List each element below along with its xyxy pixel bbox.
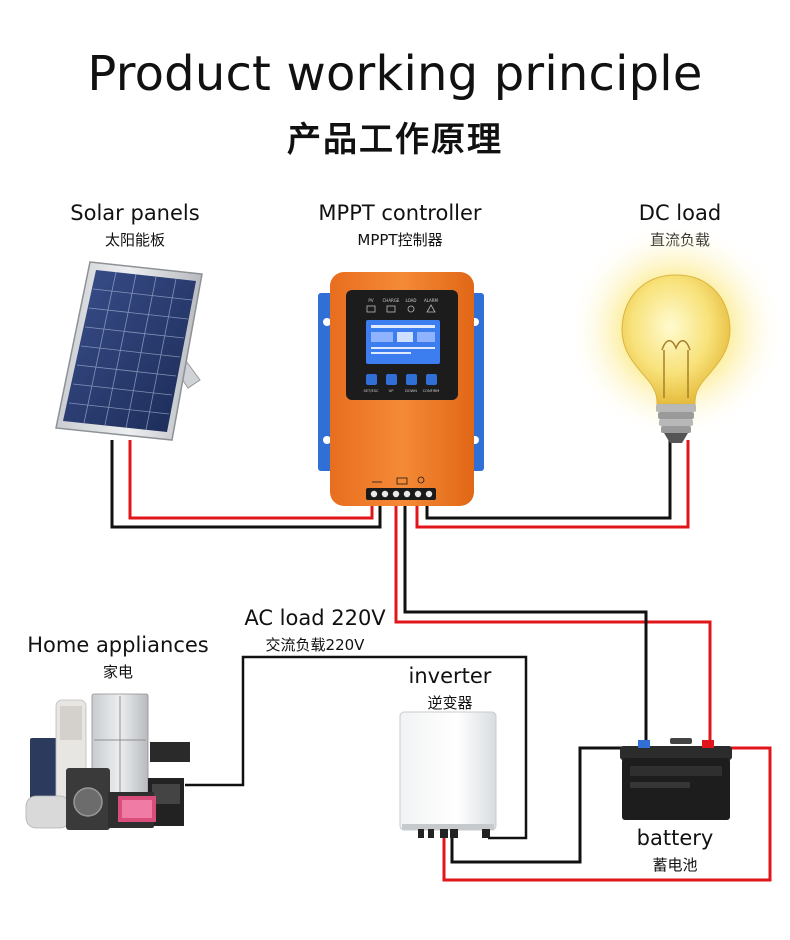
indicator-icons [366,304,436,313]
bulb-base [656,404,696,443]
inverter-label-en: inverter [408,664,492,688]
battery-label-en: battery [636,826,714,850]
solar-positive-wire [128,440,374,520]
battery-label: battery 蓄电池 [620,826,730,875]
home-appliances-label-en: Home appliances [27,633,209,657]
inverter-body [399,711,497,831]
ac-load-label-en: AC load 220V [244,606,386,630]
solar-panels-label: Solar panels 太阳能板 [40,201,230,250]
indicator-pv: PV [368,298,373,303]
page-subtitle: 产品工作原理 [287,120,503,160]
down-button[interactable] [406,374,417,385]
controller-indicators: PV CHARGE LOAD ALARM [368,298,438,303]
up-button[interactable] [386,374,397,385]
mppt-controller-label-zh: MPPT控制器 [357,231,443,249]
solar-panels-label-zh: 太阳能板 [104,231,165,249]
appliance-air-conditioner [30,738,58,808]
controller-buttons: SET/ESC UP DOWN CONFIRM [363,374,439,393]
home-appliances-label-zh: 家电 [102,663,133,681]
ac-output-wire [185,655,528,840]
appliance-range-hood [150,742,190,762]
home-appliances-label: Home appliances 家电 [18,633,218,682]
mppt-controller-label: MPPT controller MPPT控制器 [295,201,505,250]
set-esc-button[interactable] [366,374,377,385]
inverter-label-zh: 逆变器 [427,694,473,712]
indicator-load: LOAD [406,298,417,303]
dc-load-negative-wire [425,440,672,520]
confirm-button[interactable] [426,374,437,385]
solar-panel [55,261,203,441]
battery-positive-terminal [702,740,714,748]
indicator-charge: CHARGE [383,298,400,303]
bulb-filament [661,340,691,398]
mppt-controller-label-en: MPPT controller [318,201,482,225]
indicator-alarm: ALARM [424,298,439,303]
mppt-controller: PV CHARGE LOAD ALARM SET/ESC [318,272,484,506]
battery-negative-wire-controller [403,500,648,748]
appliance-water-heater [25,795,71,829]
inverter-terminals [418,829,490,838]
light-bulb [566,220,786,443]
button-label-up: UP [389,389,395,393]
button-label-set-esc: SET/ESC [363,389,379,393]
battery-label-zh: 蓄电池 [652,856,698,874]
battery-positive-wire-controller [394,500,712,748]
inverter [399,711,497,838]
button-label-confirm: CONFIRM [423,389,440,393]
inverter-label: inverter 逆变器 [390,664,510,713]
battery-lid [620,746,732,760]
lcd-content [371,325,435,354]
dc-load-positive-wire [415,440,690,529]
battery-negative-terminal [638,740,650,748]
solar-negative-wire [110,440,382,529]
ac-load-label-zh: 交流负载220V [265,636,365,654]
controller-terminals [366,476,436,500]
home-appliances [25,693,190,830]
wires [110,440,772,882]
solar-panels-label-en: Solar panels [70,201,200,225]
ac-load-label: AC load 220V 交流负载220V [240,606,390,655]
battery [620,738,732,820]
solar-panel-grid [68,271,193,431]
page-title: Product working principle [87,46,703,102]
button-label-down: DOWN [405,389,417,393]
inverter-negative-wire [450,746,628,864]
inverter-positive-wire [442,746,772,882]
